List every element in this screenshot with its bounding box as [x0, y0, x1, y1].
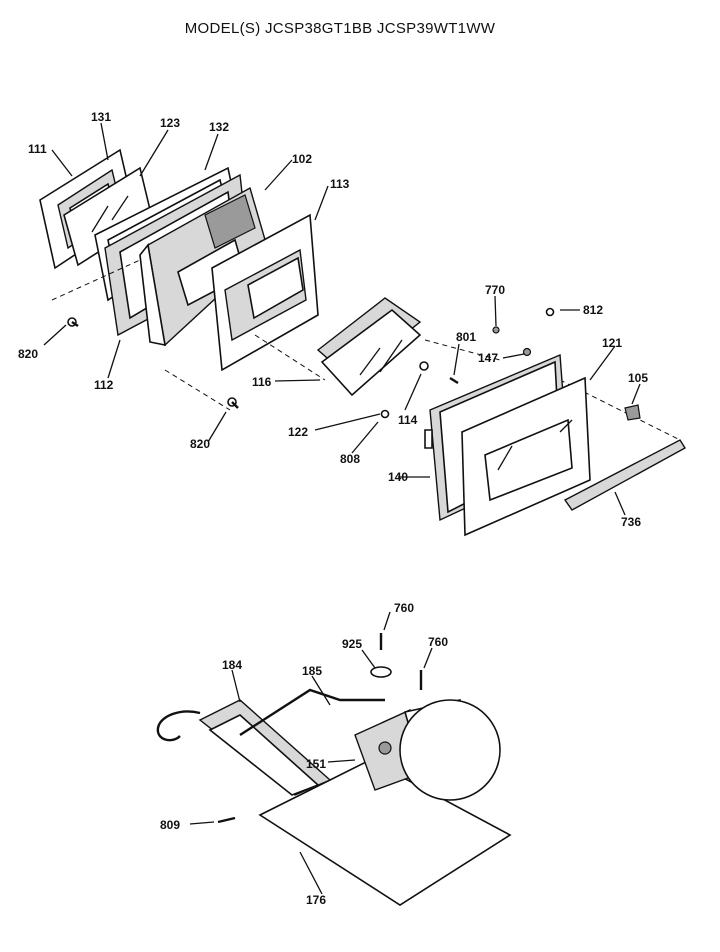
callout-820-lower: 820: [190, 437, 210, 451]
callout-labels: 111 131 123 132 102 113 820 112 116 820 …: [18, 110, 648, 907]
callout-123: 123: [160, 116, 180, 130]
screw-808-upper: [380, 409, 390, 419]
callout-925: 925: [342, 637, 362, 651]
callout-147: 147: [478, 351, 498, 365]
callout-812: 812: [583, 303, 603, 317]
part-102-door-box: [139, 186, 269, 347]
part-770: [492, 326, 500, 334]
part-147: [522, 347, 532, 357]
callout-809: 809: [160, 818, 180, 832]
callout-105: 105: [628, 371, 648, 385]
part-121-glass: [461, 376, 591, 537]
page-title: MODEL(S) JCSP38GT1BB JCSP39WT1WW: [184, 20, 496, 37]
screw-809: [217, 816, 236, 824]
part-113-inner-panel: [211, 213, 319, 372]
callout-114: 114: [398, 413, 418, 427]
callout-185: 185: [302, 664, 322, 678]
screw-820-lower: [227, 397, 239, 409]
part-114-clip: [419, 361, 429, 371]
callout-801: 801: [456, 330, 476, 344]
screw-812: [545, 307, 555, 317]
part-151-lock-motor: [354, 699, 501, 801]
callout-184: 184: [222, 658, 242, 672]
part-116-glass-pack: [316, 297, 422, 397]
screw-820-upper: [67, 317, 79, 327]
leader-lines: [43, 122, 641, 895]
callout-176: 176: [306, 893, 326, 907]
part-185-link: [239, 688, 385, 737]
callout-122: 122: [288, 425, 308, 439]
callout-140: 140: [388, 470, 408, 484]
callout-760-right: 760: [428, 635, 448, 649]
callout-820-upper: 820: [18, 347, 38, 361]
callout-808: 808: [340, 452, 360, 466]
part-140-tab: [424, 429, 433, 449]
callout-102: 102: [292, 152, 312, 166]
part-176-plate: [258, 759, 512, 906]
callout-116: 116: [252, 375, 272, 389]
callout-131: 131: [91, 110, 111, 124]
callout-111: 111: [28, 142, 47, 156]
part-105-bracket: [624, 404, 641, 421]
screw-801: [449, 376, 459, 385]
part-736-trim-strip: [563, 439, 686, 511]
callout-151: 151: [306, 757, 326, 771]
callout-132: 132: [209, 120, 229, 134]
callout-760-top: 760: [394, 601, 414, 615]
part-184-bracket: [156, 699, 332, 796]
callout-112: 112: [94, 378, 114, 392]
callout-736: 736: [621, 515, 641, 529]
callout-770: 770: [485, 283, 505, 297]
callout-121: 121: [602, 336, 622, 350]
part-925-washer: [370, 666, 392, 678]
callout-113: 113: [330, 177, 350, 191]
